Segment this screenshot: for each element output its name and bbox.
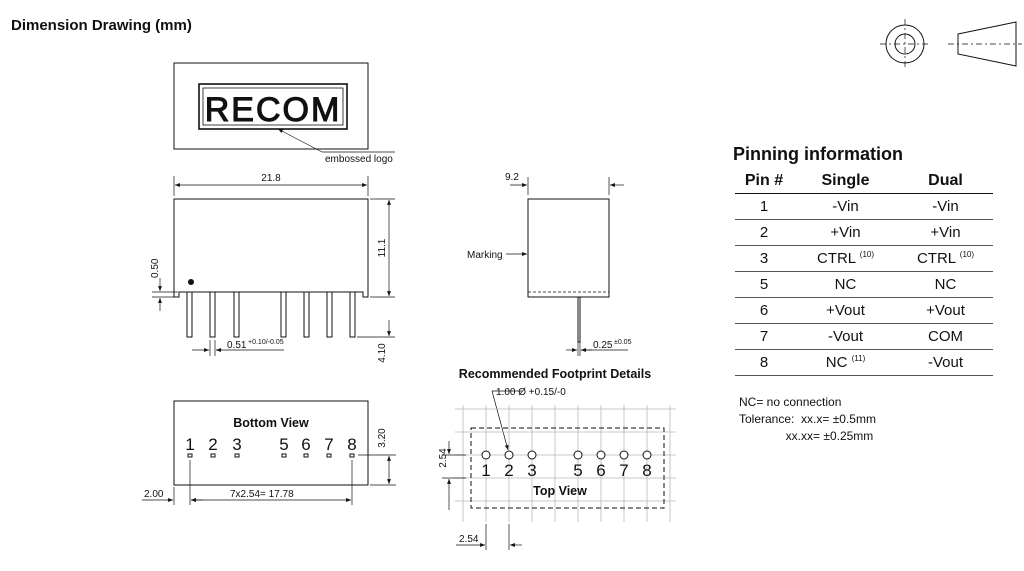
pin-cell: 6 bbox=[735, 297, 793, 324]
dim-pin-length: 4.10 bbox=[377, 343, 388, 363]
dual-cell: +Vout bbox=[898, 297, 993, 324]
logo-callout: embossed logo bbox=[325, 154, 393, 165]
dim-edge-offset: 2.00 bbox=[144, 489, 164, 500]
dim-width: 9.2 bbox=[505, 172, 519, 183]
single-cell: +Vout bbox=[793, 297, 898, 324]
dim-length: 21.8 bbox=[261, 173, 281, 184]
single-cell: NC (11) bbox=[793, 349, 898, 376]
dim-pitch-total: 7x2.54= 17.78 bbox=[230, 489, 294, 500]
footprint-grid bbox=[455, 405, 676, 522]
footprint-pin-label: 5 bbox=[573, 461, 582, 480]
single-value: NC bbox=[825, 354, 848, 371]
recom-logo: RECOM bbox=[198, 83, 348, 130]
table-row: 5 NC NC bbox=[735, 271, 993, 298]
header-dual: Dual bbox=[898, 171, 993, 194]
dim-pin-width: 0.51 bbox=[227, 340, 247, 351]
dual-cell: CTRL (10) bbox=[898, 245, 993, 272]
nc-note: NC= no connection bbox=[739, 395, 842, 409]
footprint-pin-label: 7 bbox=[619, 461, 628, 480]
top-view-label: Top View bbox=[533, 484, 587, 498]
single-cell: NC bbox=[793, 271, 898, 298]
footprint-pin-label: 3 bbox=[527, 461, 536, 480]
pin-cell: 2 bbox=[735, 219, 793, 246]
table-row: 2 +Vin +Vin bbox=[735, 219, 993, 246]
header-pin: Pin # bbox=[735, 171, 793, 194]
notes: NC= no connection Tolerance: xx.x= ±0.5m… bbox=[739, 394, 876, 445]
footnote-ref: (10) bbox=[959, 250, 975, 259]
footprint-pin-label: 2 bbox=[504, 461, 513, 480]
dim-grid-vertical: 2.54 bbox=[438, 448, 449, 468]
footprint-holes bbox=[481, 450, 652, 460]
dim-grid-horizontal: 2.54 bbox=[459, 534, 479, 545]
single-cell: CTRL (10) bbox=[793, 245, 898, 272]
bottom-view: Bottom View 1 2 3 5 6 7 8 3.20 bbox=[142, 400, 396, 505]
side-view: 9.2 Marking 0.25 ±0.05 bbox=[467, 172, 632, 356]
bottom-pin-label: 3 bbox=[232, 435, 241, 454]
top-view: RECOM embossed logo bbox=[173, 62, 395, 165]
table-row: 1 -Vin -Vin bbox=[735, 193, 993, 220]
page-title: Dimension Drawing (mm) bbox=[11, 17, 192, 34]
bottom-pin-label: 8 bbox=[347, 435, 356, 454]
dim-pin-thickness: 0.25 bbox=[593, 340, 613, 351]
dual-cell: -Vin bbox=[898, 193, 993, 220]
tolerance-line: Tolerance: xx.x= ±0.5mm bbox=[739, 412, 876, 426]
tolerance-line: xx.xx= ±0.25mm bbox=[739, 429, 874, 443]
pin-cell: 7 bbox=[735, 323, 793, 350]
footprint-pin-label: 6 bbox=[596, 461, 605, 480]
table-row: 8 NC (11) -Vout bbox=[735, 349, 993, 376]
pin-cell: 5 bbox=[735, 271, 793, 298]
footprint-pin-label: 8 bbox=[642, 461, 651, 480]
table-row: 7 -Vout COM bbox=[735, 323, 993, 350]
single-value: CTRL bbox=[816, 250, 856, 267]
bottom-pin-label: 7 bbox=[324, 435, 333, 454]
logo-text: RECOM bbox=[205, 91, 342, 129]
bottom-pin-label: 1 bbox=[185, 435, 194, 454]
table-row: 6 +Vout +Vout bbox=[735, 297, 993, 324]
pinning-header-row: Pin # Single Dual bbox=[735, 171, 993, 194]
footnote-ref: (10) bbox=[859, 250, 875, 259]
footnote-ref: (11) bbox=[851, 354, 866, 363]
bottom-pin-label: 6 bbox=[301, 435, 310, 454]
single-cell: -Vin bbox=[793, 193, 898, 220]
dual-cell: NC bbox=[898, 271, 993, 298]
hole-size-label: 1.00 Ø +0.15/-0 bbox=[496, 387, 566, 398]
bottom-view-label: Bottom View bbox=[233, 416, 309, 430]
front-view: 21.8 11.1 4.10 0.50 bbox=[150, 173, 395, 363]
dim-pin-row-offset: 3.20 bbox=[377, 428, 388, 448]
footprint-view: Recommended Footprint Details 1.00 Ø +0.… bbox=[438, 367, 676, 550]
table-row: 3 CTRL (10) CTRL (10) bbox=[735, 245, 993, 272]
dim-standoff: 0.50 bbox=[150, 258, 161, 278]
bottom-pin-label: 2 bbox=[208, 435, 217, 454]
footprint-pin-label: 1 bbox=[481, 461, 490, 480]
pin-cell: 8 bbox=[735, 349, 793, 376]
dim-height: 11.1 bbox=[377, 238, 388, 257]
bottom-pin-pads bbox=[187, 453, 355, 458]
third-angle-projection-icon bbox=[880, 19, 1022, 69]
bottom-pin-label: 5 bbox=[279, 435, 288, 454]
header-single: Single bbox=[793, 171, 898, 194]
pin-cell: 1 bbox=[735, 193, 793, 220]
dim-pin-width-tol: +0.10/-0.05 bbox=[248, 339, 284, 346]
single-cell: +Vin bbox=[793, 219, 898, 246]
footprint-title: Recommended Footprint Details bbox=[459, 367, 651, 381]
single-cell: -Vout bbox=[793, 323, 898, 350]
dual-cell: -Vout bbox=[898, 349, 993, 376]
front-pins bbox=[186, 291, 356, 338]
dual-cell: +Vin bbox=[898, 219, 993, 246]
dual-value: CTRL bbox=[916, 250, 956, 267]
dim-pin-thickness-tol: ±0.05 bbox=[614, 339, 632, 346]
pin-cell: 3 bbox=[735, 245, 793, 272]
pinning-table: Pin # Single Dual 1 -Vin -Vin 2 +Vin +Vi… bbox=[735, 171, 993, 376]
marking-label: Marking bbox=[467, 250, 503, 261]
pinning-title: Pinning information bbox=[733, 144, 903, 164]
dual-cell: COM bbox=[898, 323, 993, 350]
pinning-section: Pinning information Pin # Single Dual 1 … bbox=[733, 144, 995, 376]
